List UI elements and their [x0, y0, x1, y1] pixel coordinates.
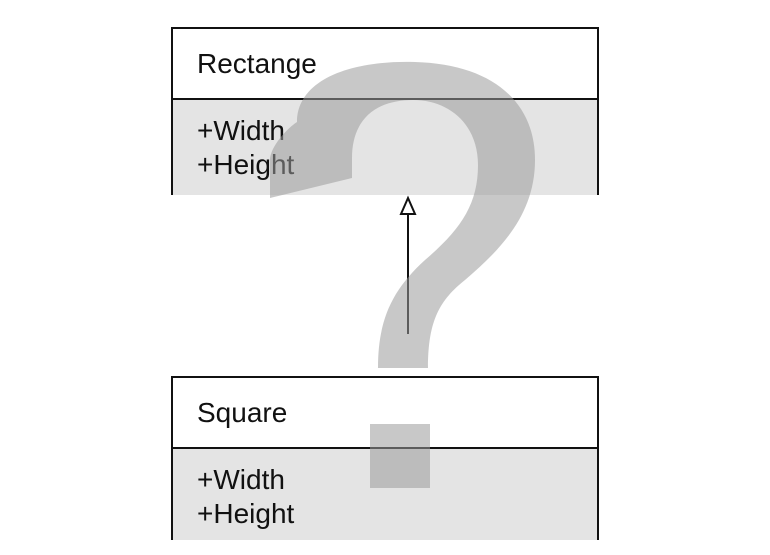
attribute-height: +Height [197, 149, 295, 180]
uml-class-square: Square +Width +Height [171, 376, 599, 540]
attribute-width: +Width [197, 464, 285, 495]
attribute-width: +Width [197, 115, 285, 146]
attributes-square: +Width +Height [173, 449, 597, 540]
arrow-head [399, 195, 417, 215]
generalization-arrow [399, 195, 417, 334]
uml-class-rectangle: Rectange +Width +Height [171, 27, 599, 195]
class-name-rectangle: Rectange [173, 29, 597, 100]
attributes-rectangle: +Width +Height [173, 100, 597, 195]
class-name-square: Square [173, 378, 597, 449]
attribute-height: +Height [197, 498, 295, 529]
